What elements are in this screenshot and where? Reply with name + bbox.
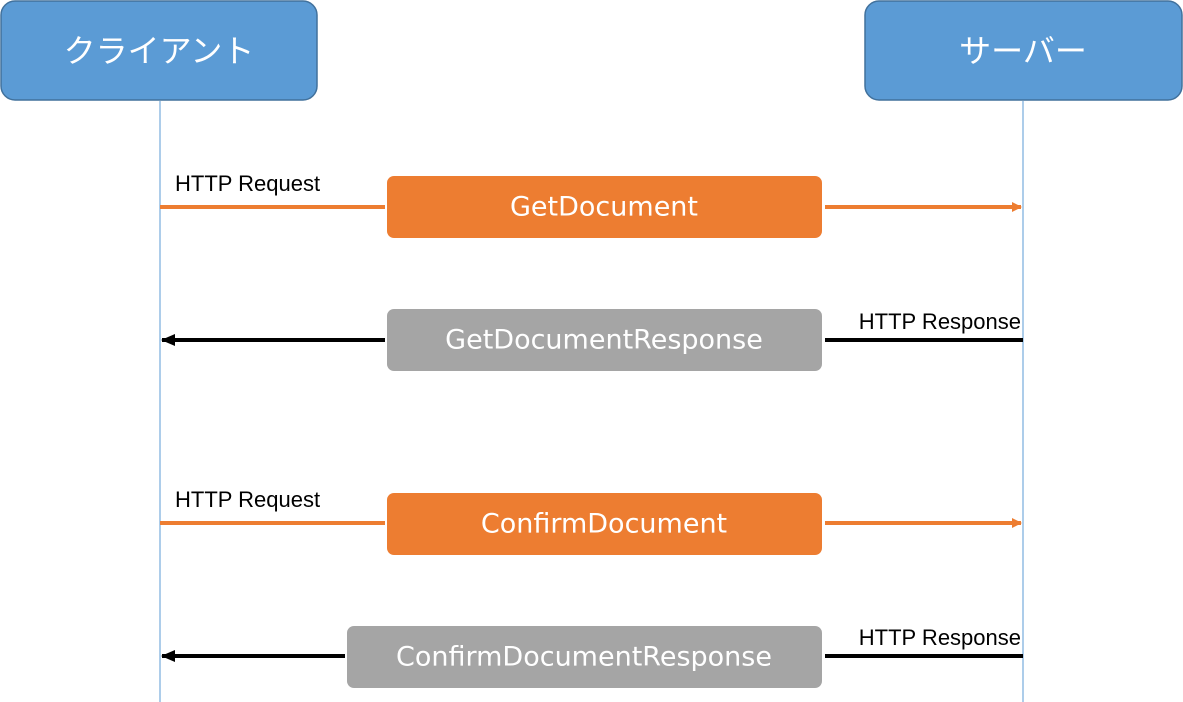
server-actor-label: サーバー — [959, 32, 1087, 70]
client-actor: クライアント — [0, 0, 318, 101]
message-label: ConfirmDocument — [481, 509, 727, 540]
message-box — [387, 176, 822, 238]
protocol-label: HTTP Request — [175, 487, 320, 512]
message-box — [347, 626, 822, 688]
message-label: GetDocumentResponse — [445, 325, 763, 356]
message-box — [387, 493, 822, 555]
protocol-label: HTTP Request — [175, 171, 320, 196]
message-label: GetDocument — [510, 192, 698, 223]
client-actor-label: クライアント — [64, 32, 255, 70]
message-label: ConfirmDocumentResponse — [396, 642, 772, 673]
protocol-label: HTTP Response — [859, 625, 1021, 650]
server-actor: サーバー — [864, 0, 1183, 101]
message-box — [387, 309, 822, 371]
message-get-document-response: HTTP Response GetDocumentResponse — [161, 309, 1023, 371]
message-confirm-document: HTTP Request ConfirmDocument — [160, 487, 1022, 555]
message-confirm-document-response: HTTP Response ConfirmDocumentResponse — [161, 625, 1023, 688]
protocol-label: HTTP Response — [859, 309, 1021, 334]
message-get-document: HTTP Request GetDocument — [160, 171, 1022, 238]
